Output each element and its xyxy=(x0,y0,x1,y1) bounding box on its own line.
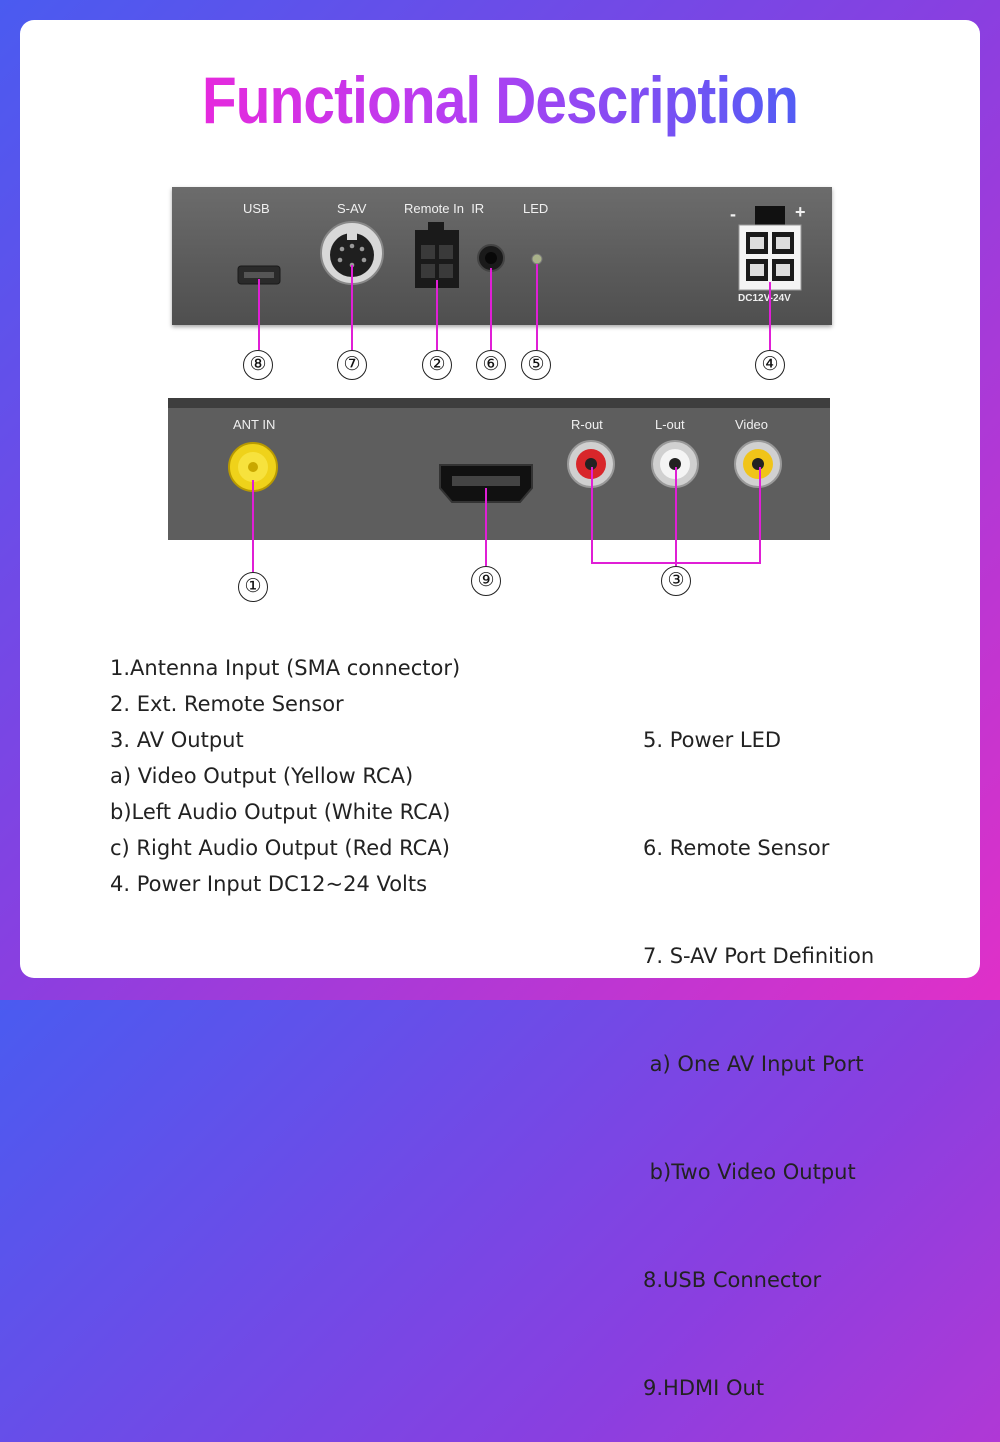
marker-8: ⑧ xyxy=(243,350,273,380)
rca-yellow-icon xyxy=(734,440,782,488)
page-title: Functional Description xyxy=(70,60,930,140)
list-item: 2. Ext. Remote Sensor xyxy=(110,692,344,716)
ant-in-label: ANT IN xyxy=(233,417,276,432)
led-label: LED xyxy=(523,201,549,216)
marker-4: ④ xyxy=(755,350,785,380)
marker-7: ⑦ xyxy=(337,350,367,380)
power-connector-icon xyxy=(738,206,802,291)
led-indicator-icon xyxy=(531,253,543,265)
list-item: a) One AV Input Port xyxy=(643,1052,864,1076)
sav-port-icon xyxy=(320,221,384,285)
marker-2: ② xyxy=(422,350,452,380)
dc-voltage-label: DC12V-24V xyxy=(738,293,791,304)
usb-label: USB xyxy=(243,201,270,216)
list-item: 1.Antenna Input (SMA connector) xyxy=(110,656,461,680)
l-out-label: L-out xyxy=(655,417,685,432)
rca-white-icon xyxy=(651,440,699,488)
power-minus-label: - xyxy=(730,204,736,224)
sav-label: S-AV xyxy=(337,201,367,216)
list-item: b)Two Video Output xyxy=(643,1160,856,1184)
marker-5: ⑤ xyxy=(521,350,551,380)
hdmi-port-icon xyxy=(439,464,533,503)
remote-ir-label: Remote In IR xyxy=(404,201,485,216)
list-item: 8.USB Connector xyxy=(643,1268,822,1292)
list-item: 6. Remote Sensor xyxy=(643,836,830,860)
rca-red-icon xyxy=(567,440,615,488)
ir-sensor-icon xyxy=(477,244,505,272)
pointer-lines xyxy=(252,264,771,572)
video-label: Video xyxy=(735,417,769,432)
description-list-left: 1.Antenna Input (SMA connector) 2. Ext. … xyxy=(110,650,460,902)
rear-panel-ports xyxy=(168,206,830,572)
list-item: 4. Power Input DC12~24 Volts xyxy=(110,872,428,896)
list-item: c) Right Audio Output (Red RCA) xyxy=(110,836,450,860)
r-out-label: R-out xyxy=(571,417,603,432)
list-item: 7. S-AV Port Definition xyxy=(643,944,875,968)
remote-in-port-icon xyxy=(415,222,459,288)
list-item: a) Video Output (Yellow RCA) xyxy=(110,764,414,788)
list-item: 9.HDMI Out xyxy=(643,1376,765,1400)
power-plus-label: + xyxy=(795,202,806,222)
list-item: b)Left Audio Output (White RCA) xyxy=(110,800,451,824)
marker-3: ③ xyxy=(661,566,691,596)
marker-1: ① xyxy=(238,572,268,602)
list-item: 3. AV Output xyxy=(110,728,244,752)
description-list-right: 5. Power LED 6. Remote Sensor 7. S-AV Po… xyxy=(643,650,874,1442)
marker-9: ⑨ xyxy=(471,566,501,596)
list-item: 5. Power LED xyxy=(643,728,782,752)
antenna-connector-icon xyxy=(228,442,278,492)
marker-6: ⑥ xyxy=(476,350,506,380)
